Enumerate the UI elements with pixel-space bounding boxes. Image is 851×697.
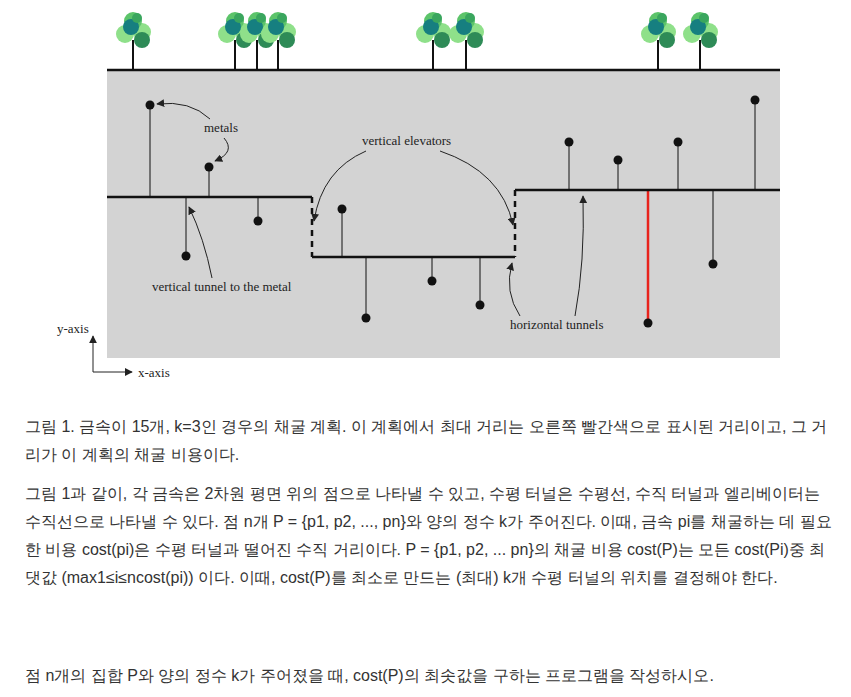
underground bbox=[107, 70, 780, 358]
tree bbox=[449, 12, 484, 70]
callout-arrow bbox=[575, 196, 583, 316]
axes bbox=[93, 336, 132, 372]
vertical-tunnel bbox=[342, 209, 343, 257]
horizontal-tunnel bbox=[312, 256, 515, 259]
callout-arrow bbox=[440, 151, 513, 225]
horizontal-tunnel bbox=[107, 196, 312, 199]
metal-dot bbox=[709, 260, 718, 269]
metals bbox=[146, 96, 760, 328]
max-distance bbox=[647, 190, 650, 323]
callout-arrow bbox=[189, 207, 212, 278]
ground-line bbox=[107, 69, 780, 72]
vertical-tunnel bbox=[366, 257, 367, 318]
metal-dot bbox=[614, 156, 623, 165]
metal-dot bbox=[644, 319, 653, 328]
metal-dot bbox=[146, 101, 155, 110]
metal-dot bbox=[338, 205, 347, 214]
vertical-tunnel bbox=[480, 257, 481, 305]
figure-label: vertical elevators bbox=[362, 134, 451, 148]
vertical-tunnels bbox=[150, 100, 755, 318]
tree bbox=[683, 12, 718, 70]
figure-label: x-axis bbox=[138, 366, 170, 380]
y-axis-arrow bbox=[93, 336, 94, 372]
vertical-tunnel bbox=[713, 190, 714, 264]
metal-dot bbox=[428, 277, 437, 286]
metal-dot bbox=[751, 96, 760, 105]
x-axis-arrow bbox=[93, 372, 132, 373]
metal-dot bbox=[182, 252, 191, 261]
callout-arrow bbox=[509, 263, 520, 316]
tree bbox=[641, 12, 676, 70]
metal-dot bbox=[362, 314, 371, 323]
metal-dot bbox=[254, 217, 263, 226]
figure-label: horizontal tunnels bbox=[510, 318, 604, 332]
metal-dot bbox=[565, 138, 574, 147]
callout-arrow bbox=[215, 138, 228, 161]
vertical-tunnel bbox=[569, 142, 570, 190]
metal-dot bbox=[205, 163, 214, 172]
figure-label: metals bbox=[204, 121, 238, 135]
elevators bbox=[312, 190, 515, 257]
figure-label: y-axis bbox=[57, 322, 89, 336]
tree bbox=[116, 12, 151, 70]
horizontal-tunnels bbox=[107, 190, 780, 257]
figure-caption: 그림 1. 금속이 15개, k=3인 경우의 채굴 계획. 이 계획에서 최대… bbox=[25, 413, 835, 469]
vertical-elevator bbox=[311, 197, 314, 257]
vertical-tunnel bbox=[678, 142, 679, 190]
trees bbox=[116, 12, 718, 70]
callout-arrow bbox=[314, 151, 366, 221]
vertical-tunnel bbox=[186, 197, 187, 256]
vertical-tunnel bbox=[150, 105, 151, 197]
tree bbox=[261, 12, 296, 70]
callout-arrow bbox=[157, 103, 210, 119]
metal-dot bbox=[674, 138, 683, 147]
horizontal-tunnel bbox=[515, 189, 780, 192]
vertical-elevator bbox=[514, 190, 517, 257]
vertical-tunnel bbox=[755, 100, 756, 190]
figure-label: vertical tunnel to the metal bbox=[152, 280, 291, 294]
body-paragraph: 점 n개의 집합 P와 양의 정수 k가 주어졌을 때, cost(P)의 최솟… bbox=[25, 662, 835, 690]
body-paragraph: 그림 1과 같이, 각 금속은 2차원 평면 위의 점으로 나타낼 수 있고, … bbox=[25, 480, 835, 592]
metal-dot bbox=[476, 301, 485, 310]
tree bbox=[416, 12, 451, 70]
